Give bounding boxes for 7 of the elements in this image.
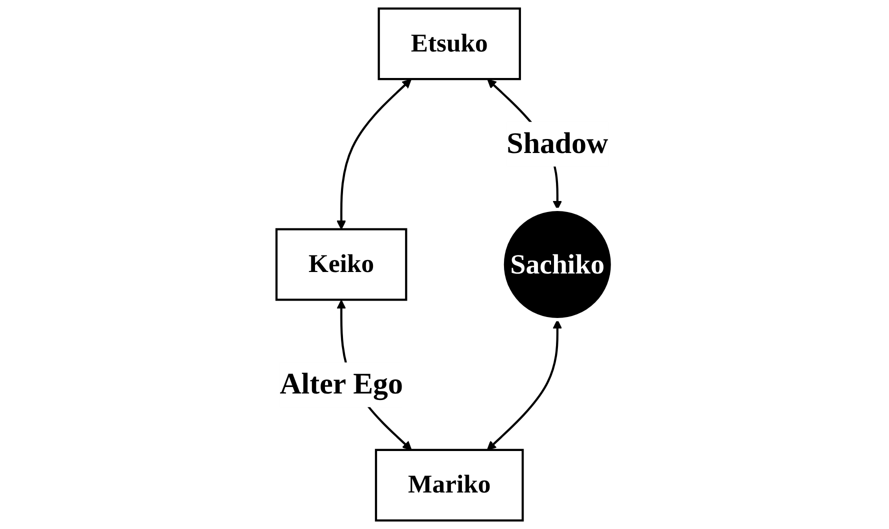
- arrow: [486, 320, 562, 450]
- edge-label: Shadow: [506, 127, 608, 160]
- node-box: Mariko: [374, 448, 524, 522]
- node-box: Etsuko: [378, 7, 521, 80]
- node-box: Keiko: [275, 228, 408, 301]
- edge-label: Alter Ego: [280, 368, 403, 401]
- arrow: [336, 78, 412, 230]
